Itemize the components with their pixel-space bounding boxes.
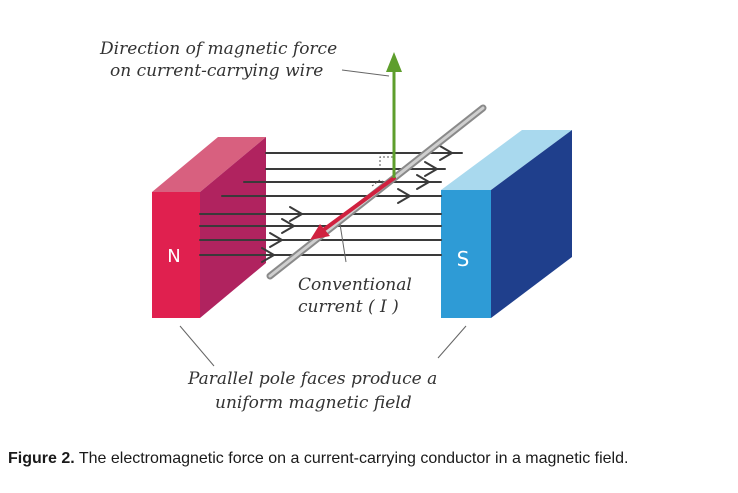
field-label-line1: Parallel pole faces produce a — [187, 369, 437, 389]
north-pole-label: N — [167, 246, 180, 267]
field-line — [199, 247, 442, 263]
right-angle-markers — [371, 156, 394, 187]
north-magnet: N — [152, 137, 266, 318]
magnet-diagram: N S — [99, 39, 572, 413]
magnetic-field-lines — [199, 145, 463, 263]
figure-caption: Figure 2. The electromagnetic force on a… — [8, 450, 733, 468]
current-arrow — [310, 176, 396, 240]
leader-lines — [179, 69, 467, 367]
force-label-line2: on current-carrying wire — [110, 61, 323, 81]
current-label-line1: Conventional — [298, 275, 412, 295]
field-line — [265, 161, 446, 177]
south-magnet-front — [441, 190, 491, 318]
force-label-line1: Direction of magnetic force — [99, 39, 337, 59]
figure-caption-text: The electromagnetic force on a current-c… — [74, 450, 629, 467]
field-leader-south — [437, 325, 467, 359]
force-leader — [341, 69, 390, 77]
south-magnet-side — [491, 130, 572, 318]
south-magnet: S — [441, 130, 572, 318]
field-line — [243, 174, 442, 190]
field-line — [199, 206, 442, 222]
field-label-line2: uniform magnetic field — [215, 393, 412, 413]
current-leader — [339, 223, 347, 263]
field-line — [221, 188, 442, 204]
north-magnet-front — [152, 192, 200, 318]
figure-caption-label: Figure 2. — [8, 450, 75, 467]
force-arrow — [386, 52, 402, 178]
current-label-line2: current ( I ) — [298, 297, 399, 317]
south-pole-label: S — [457, 247, 470, 271]
south-magnet-top — [441, 130, 572, 190]
north-magnet-top — [152, 137, 266, 192]
field-leader-north — [179, 325, 215, 367]
